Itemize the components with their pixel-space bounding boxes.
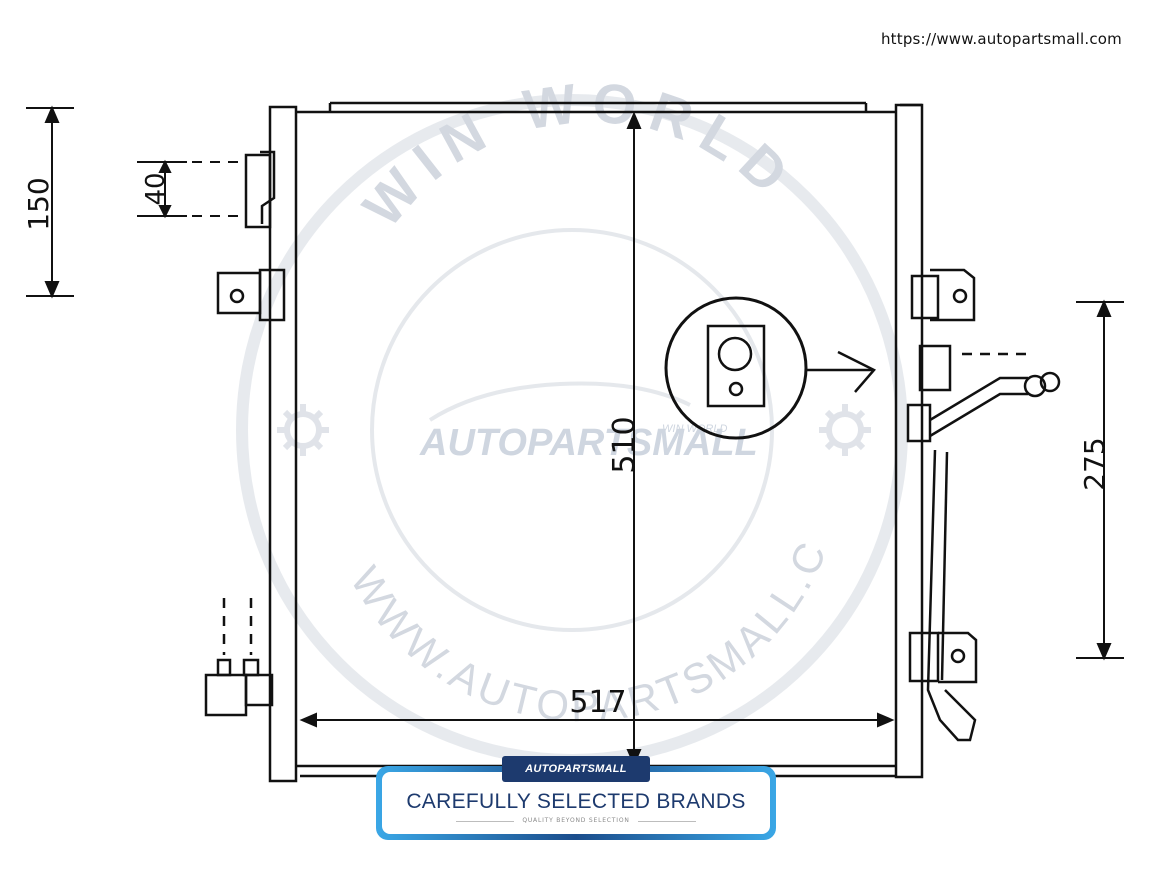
left-bottom-fitting (204, 598, 274, 717)
right-upper-bracket (910, 268, 976, 322)
badge-title: CAREFULLY SELECTED BRANDS (406, 790, 746, 813)
dimension-lines (26, 105, 1124, 767)
watermark-inner-ring (370, 228, 774, 632)
watermark-top-text: WIN WORLD (350, 70, 809, 238)
left-upper-bracket (244, 150, 276, 229)
badge-subtitle: QUALITY BEYOND SELECTION (522, 817, 630, 824)
car-silhouette-icon (428, 381, 691, 422)
detail-callout (664, 296, 876, 440)
right-outlet-pipe (906, 371, 1061, 742)
gear-icon (277, 404, 329, 456)
dimension-width-label: 517 (569, 685, 626, 720)
dimension-left-outer-label: 150 (22, 177, 55, 230)
dimension-height-label: 510 (607, 416, 642, 473)
badge-divider-left (456, 821, 514, 822)
right-lower-bracket (908, 631, 978, 684)
badge-logo: AUTOPARTSMALL (502, 756, 650, 782)
dimension-left-inner-label: 40 (141, 172, 171, 205)
watermark-logo-small: WIN WORLD (662, 423, 727, 435)
right-drier-port (918, 344, 1026, 392)
left-header-tank (268, 105, 298, 783)
watermark-bottom-text: WWW.AUTOPARTSMALL.COM (0, 0, 833, 730)
badge-divider-right (638, 821, 696, 822)
badge-panel (382, 772, 770, 834)
dimension-right-label: 275 (1078, 437, 1111, 490)
left-mount-bracket (216, 268, 286, 322)
brand-badge: AUTOPARTSMALL CAREFULLY SELECTED BRANDS … (376, 756, 776, 840)
gear-icon (819, 404, 871, 456)
site-url[interactable]: https://www.autopartsmall.com (880, 30, 1122, 48)
